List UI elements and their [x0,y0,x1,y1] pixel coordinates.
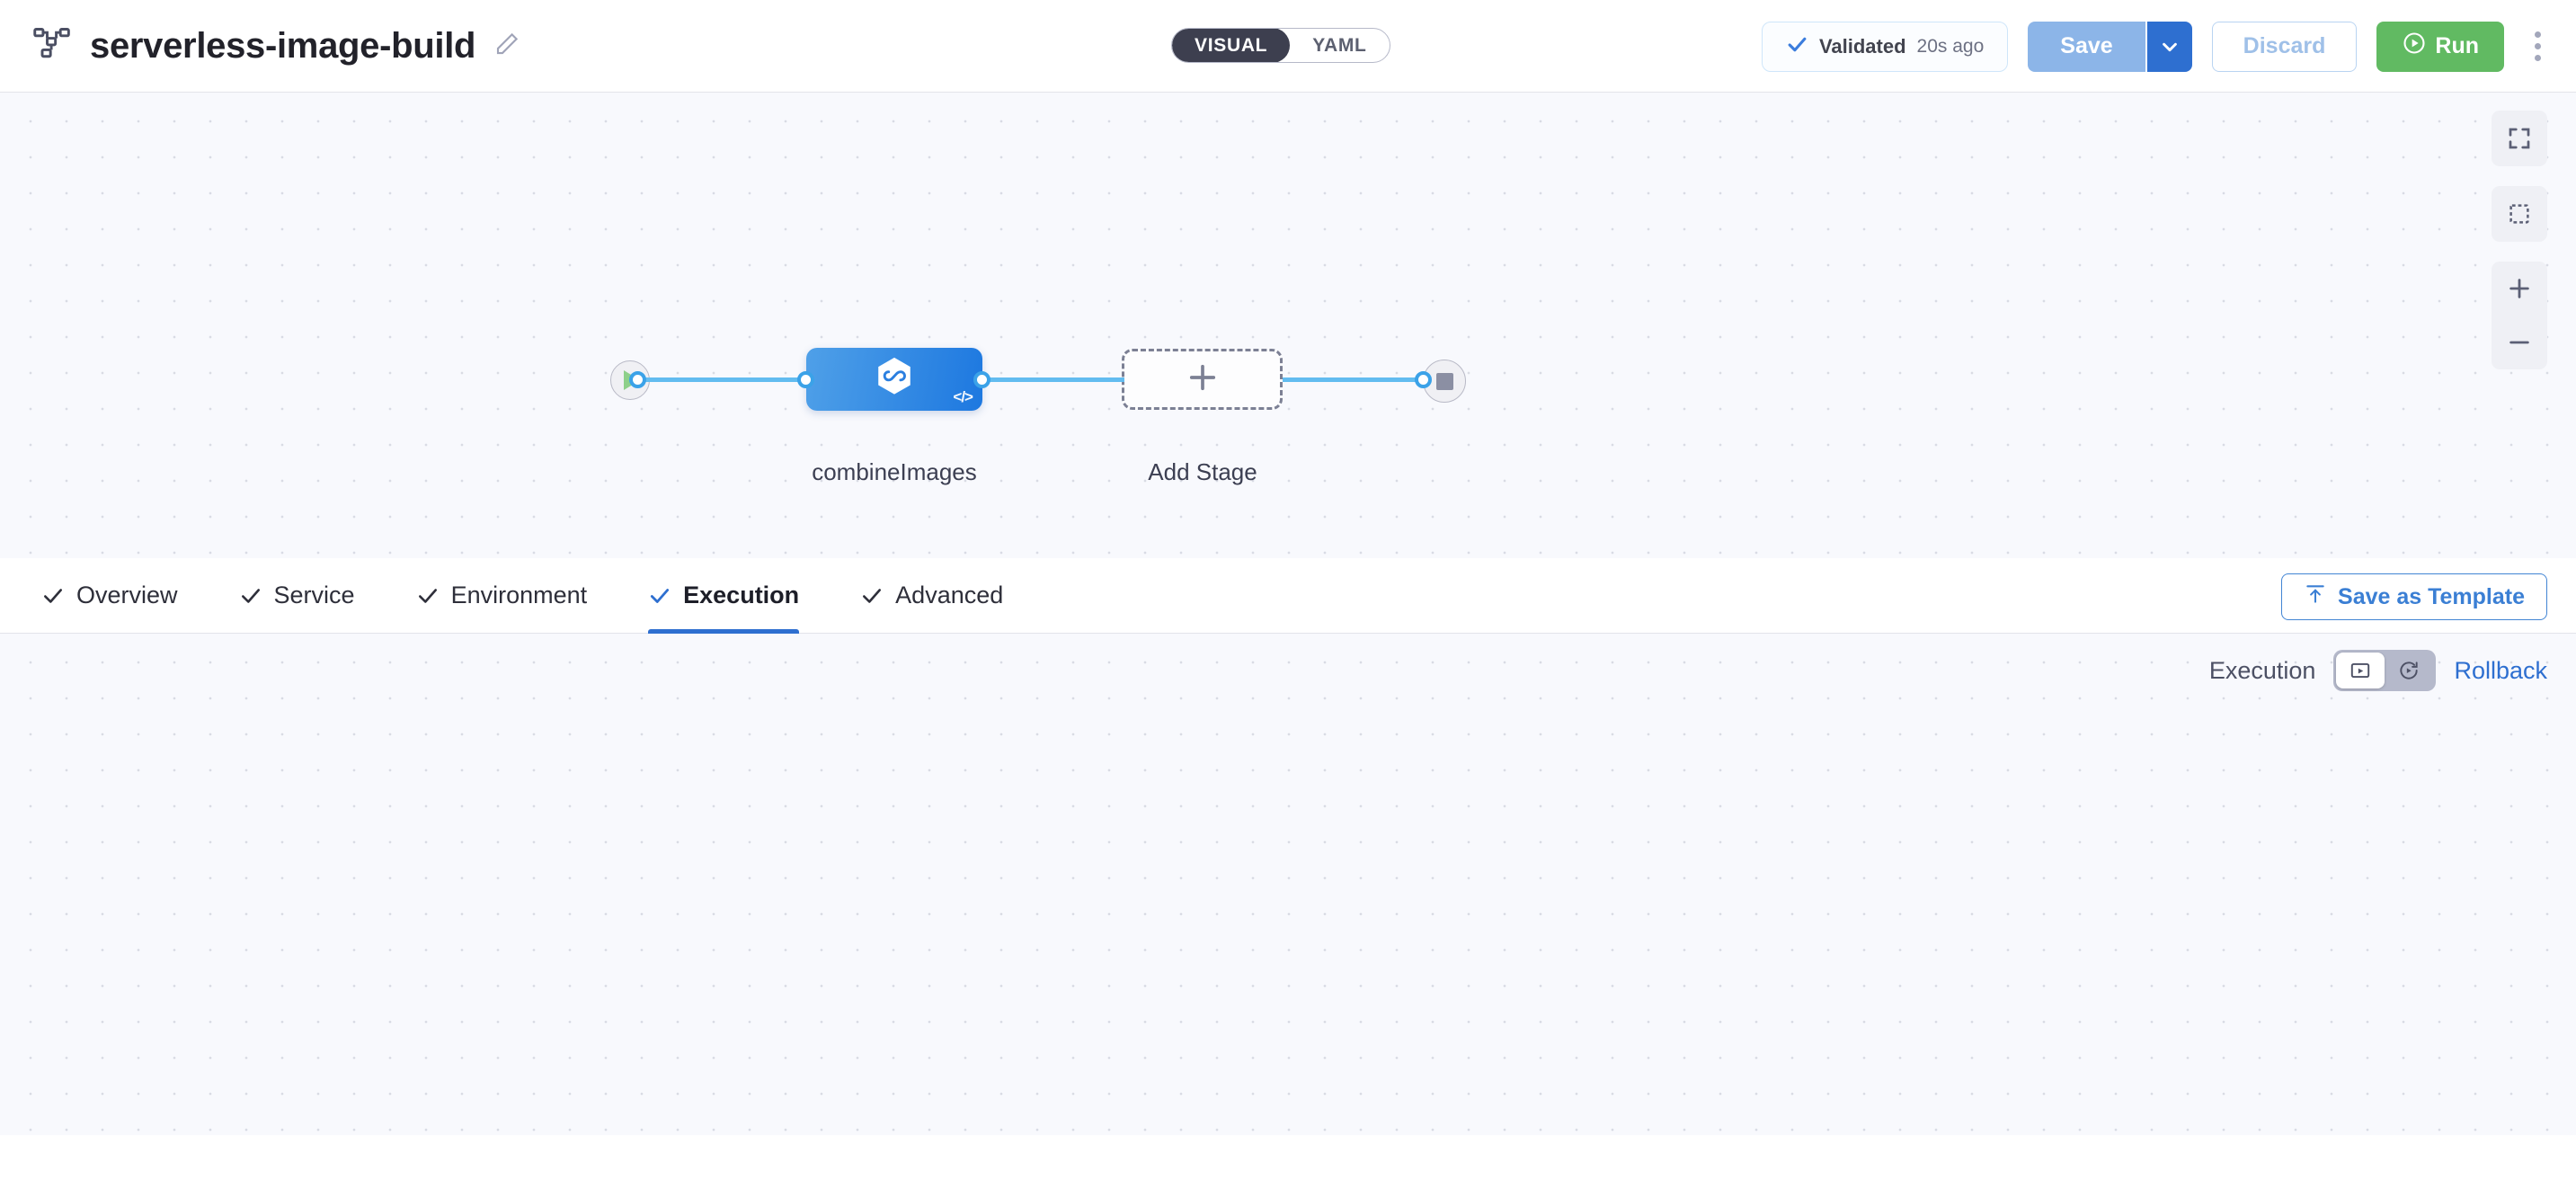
plus-icon [1184,359,1221,401]
tab-service-label: Service [273,582,355,608]
check-icon [863,588,882,603]
end-node-port[interactable] [1415,371,1432,388]
tab-overview-label: Overview [76,582,178,608]
tab-execution[interactable]: Execution [648,558,800,635]
app-header: serverless-image-build VISUAL YAML Valid… [0,0,2576,93]
save-dropdown-chevron-down-icon[interactable] [2145,21,2192,72]
play-circle-icon [2402,31,2427,62]
zoom-out-button[interactable] [2492,315,2547,369]
save-split-button[interactable]: Save [2028,21,2192,72]
marquee-select-icon[interactable] [2492,186,2547,242]
check-icon [418,588,437,603]
stop-icon [1435,372,1453,390]
check-icon [1786,33,1808,60]
zoom-controls [2492,262,2547,369]
tab-environment[interactable]: Environment [416,558,588,634]
edge-addstage-to-end [1283,377,1423,382]
pipeline-title-group: serverless-image-build [0,24,520,68]
mode-option-visual[interactable]: VISUAL [1172,29,1291,62]
harness-hexagon-icon [871,354,918,405]
page-title: serverless-image-build [90,25,476,66]
tab-service[interactable]: Service [239,558,355,634]
edge-start-to-stage [634,377,806,382]
discard-button[interactable]: Discard [2211,21,2358,72]
add-stage-label: Add Stage [1148,458,1257,485]
stage-canvas[interactable]: </> combineImages Add Stage [0,93,2576,558]
pencil-edit-icon[interactable] [493,31,520,62]
check-icon [44,588,62,603]
stage-code-badge: </> [953,388,973,405]
header-actions: Validated 20s ago Save Discard Run [1761,0,2576,93]
tab-overview[interactable]: Overview [41,558,178,634]
execution-play-box-icon[interactable] [2336,653,2385,688]
status-badge-validated: Validated 20s ago [1761,21,2009,72]
run-button-label: Run [2435,33,2479,58]
save-as-template-label: Save as Template [2338,583,2525,609]
run-button[interactable]: Run [2376,21,2504,72]
save-as-template-button[interactable]: Save as Template [2281,573,2547,620]
stage-input-port[interactable] [797,371,814,388]
visual-yaml-toggle[interactable]: VISUAL YAML [1171,28,1390,63]
tab-environment-label: Environment [450,582,588,608]
check-icon [651,588,670,603]
execution-canvas[interactable]: Execution Rollback [0,634,2576,1135]
mode-option-yaml[interactable]: YAML [1312,35,1367,56]
rollback-link[interactable]: Rollback [2454,656,2547,684]
validated-label: Validated [1818,34,1906,58]
fit-to-screen-icon[interactable] [2492,111,2547,166]
validated-timestamp: 20s ago [1916,35,1985,57]
tab-advanced[interactable]: Advanced [860,558,1003,634]
save-button[interactable]: Save [2028,21,2145,72]
execution-switch-left-label: Execution [2208,656,2316,684]
pipeline-nodes-icon [32,24,72,68]
zoom-in-button[interactable] [2492,262,2547,315]
stage-node-body[interactable]: </> [806,348,982,411]
stage-output-port[interactable] [973,371,990,388]
tab-advanced-label: Advanced [895,582,1004,608]
execution-rollback-toggle[interactable] [2333,650,2437,691]
add-stage-button[interactable] [1122,349,1283,410]
stage-node-combineimages[interactable]: </> [806,348,982,411]
execution-rollback-switch-row: Execution Rollback [2209,650,2547,691]
tab-execution-label: Execution [683,582,800,608]
edge-stage-to-addstage [982,377,1124,382]
canvas-tools [2492,111,2547,369]
rollback-rotate-icon[interactable] [2385,653,2433,688]
kebab-menu-icon[interactable] [2524,24,2551,68]
stage-node-label: combineImages [812,458,977,485]
stage-config-tabbar: Overview Service Environment Execution A… [0,558,2576,635]
template-upload-icon [2304,582,2327,612]
start-node-port[interactable] [629,371,646,388]
check-icon [241,588,260,603]
